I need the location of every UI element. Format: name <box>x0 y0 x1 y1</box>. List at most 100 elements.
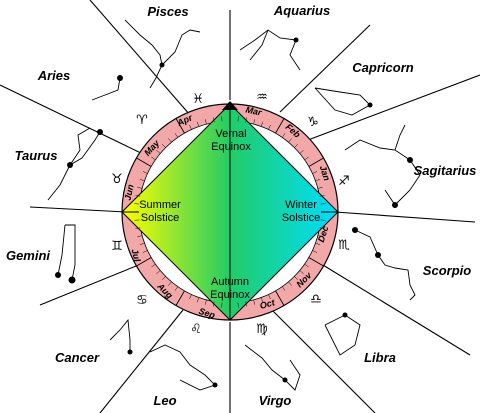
ring-tick <box>288 281 292 286</box>
ring-tick <box>168 138 172 143</box>
constellation-label-aries: Aries <box>37 68 71 83</box>
ring-tick <box>299 270 304 274</box>
ring-tick <box>196 297 200 303</box>
sagitarius-figure <box>344 139 421 206</box>
ring-tick <box>137 186 143 189</box>
constellation-label-sagitarius: Sagitarius <box>414 163 477 178</box>
month-label: Mar <box>245 105 263 118</box>
star <box>159 62 165 68</box>
ring-tick <box>253 299 256 305</box>
ring-tick <box>281 286 286 291</box>
ring-tick <box>319 195 325 197</box>
ring-tick <box>174 286 179 291</box>
sagitarius-figure <box>394 124 406 151</box>
ring-tick <box>189 124 192 130</box>
star <box>127 349 133 355</box>
aries-figure <box>91 77 121 101</box>
ring-tick <box>275 290 285 306</box>
vernal-equinox-label: Vernal <box>215 128 246 140</box>
constellation-label-virgo: Virgo <box>259 393 292 408</box>
aries-icon: ♈ <box>136 113 148 128</box>
winter-solstice-label: Winter <box>285 199 317 211</box>
star <box>97 129 103 135</box>
ring-tick <box>317 186 323 189</box>
cancer-icon: ♋ <box>136 293 148 308</box>
aquarius-icon: ♒ <box>256 90 268 105</box>
ring-tick <box>304 156 309 161</box>
ring-tick <box>137 235 143 238</box>
taurus-icon: ♉ <box>111 172 123 187</box>
ring-tick <box>175 118 185 134</box>
ring-tick <box>294 276 299 281</box>
star <box>117 75 123 81</box>
ring-tick <box>161 276 166 281</box>
star <box>352 227 358 233</box>
month-label: Jun <box>123 183 136 201</box>
ring-tick <box>268 294 271 300</box>
ring-tick <box>189 294 192 300</box>
constellation-label-pisces: Pisces <box>147 4 188 19</box>
ring-tick <box>253 119 256 125</box>
constellation-names: Pisces Aquarius Aries Capricorn Taurus S… <box>6 3 476 408</box>
star <box>367 102 373 108</box>
summer-solstice-label: Solstice <box>141 212 180 224</box>
libra-figure <box>324 314 361 356</box>
summer-solstice-label: Summer <box>139 199 181 211</box>
scorpio-figure <box>354 229 416 301</box>
ring-tick <box>288 138 292 143</box>
ring-tick <box>136 257 152 267</box>
ring-tick <box>156 270 161 274</box>
ring-tick <box>299 150 304 154</box>
ring-tick <box>315 178 321 182</box>
constellation-stars <box>55 37 413 388</box>
constellation-label-libra: Libra <box>364 350 396 365</box>
ring-tick <box>319 227 325 229</box>
libra-icon: ♎ <box>310 292 322 307</box>
sagittarius-icon: ♐ <box>338 174 350 189</box>
ring-tick <box>245 301 247 307</box>
month-label: Jul <box>129 248 142 264</box>
vernal-pointer <box>222 101 238 110</box>
ring-tick <box>142 250 148 253</box>
autumn-equinox-label: Autumn <box>211 276 249 288</box>
month-label: Jan <box>318 164 332 182</box>
ring-tick <box>312 171 318 174</box>
ring-tick <box>245 117 247 123</box>
zodiac-symbols: ♓ ♒ ♑ ♐ ♏ ♎ ♍ ♌ ♋ ♊ ♉ ♈ <box>111 90 350 337</box>
constellation-label-aquarius: Aquarius <box>273 3 330 18</box>
leo-figure <box>149 344 216 391</box>
ring-tick <box>151 156 156 161</box>
ring-tick <box>315 242 321 246</box>
taurus-figure <box>69 127 91 166</box>
cancer-figure <box>109 318 131 352</box>
ring-tick <box>139 178 145 182</box>
ring-tick <box>135 195 141 197</box>
ring-tick <box>275 118 285 134</box>
ring-tick <box>151 263 156 268</box>
pisces-figure <box>161 29 201 66</box>
aquarius-figure <box>249 29 269 61</box>
ring-tick <box>317 235 323 238</box>
ring-ticks <box>122 104 338 320</box>
constellation-label-cancer: Cancer <box>55 350 100 365</box>
ring-tick <box>213 117 215 123</box>
ring-tick <box>196 121 200 127</box>
ring-tick <box>136 157 152 167</box>
gemini-figure <box>65 224 76 281</box>
autumn-equinox-label: Equinox <box>210 289 250 301</box>
ring-tick <box>308 257 324 267</box>
ring-tick <box>174 133 179 138</box>
ring-tick <box>308 157 324 167</box>
month-label: Oct <box>259 297 277 311</box>
ring-tick <box>281 133 286 138</box>
ring-tick <box>260 121 264 127</box>
constellation-label-taurus: Taurus <box>15 148 58 163</box>
month-label: Sep <box>198 306 217 321</box>
star <box>407 157 413 163</box>
star <box>293 37 299 43</box>
ring-tick <box>139 242 145 246</box>
virgo-icon: ♍ <box>256 322 268 337</box>
aquarius-figure <box>239 29 301 71</box>
constellation-label-scorpio: Scorpio <box>423 263 471 278</box>
